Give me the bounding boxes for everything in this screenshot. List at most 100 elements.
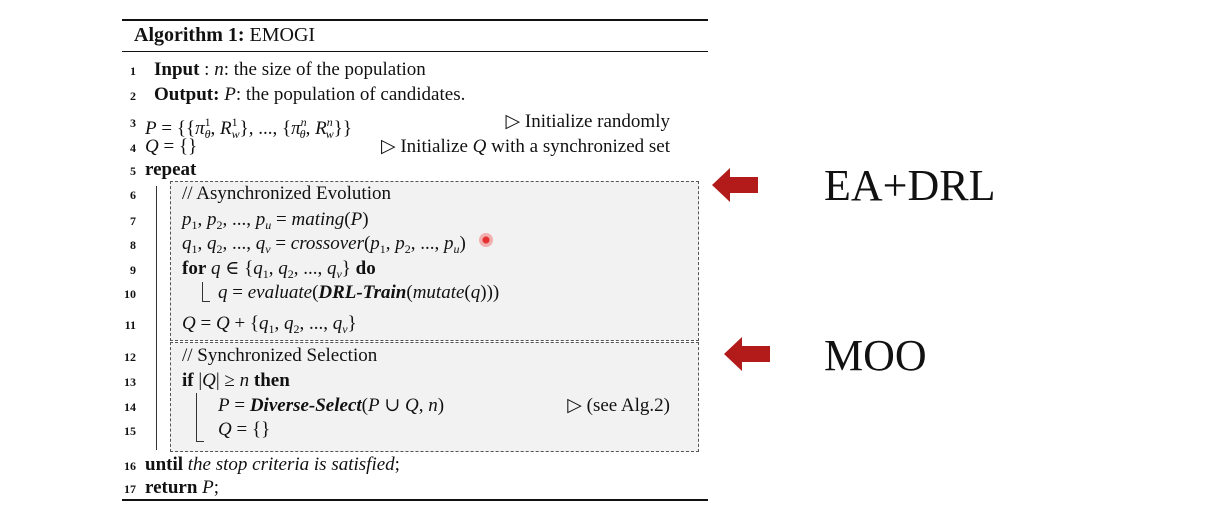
formula-q-reset: Q = {} — [218, 419, 271, 440]
algo-line-17: 17 return P; — [0, 476, 710, 500]
line-comment: ▷ Initialize randomly — [506, 110, 670, 134]
comment-text: (see Alg.2) — [586, 395, 670, 416]
algo-line-10: 10 q = evaluate(DRL-Train(mutate(q))) — [0, 281, 710, 305]
line-number: 14 — [124, 400, 136, 414]
algorithm-title-prefix: Algorithm 1: — [134, 24, 245, 46]
sync-selection-box — [170, 342, 699, 452]
keyword-if: if — [182, 370, 194, 391]
keyword-repeat: repeat — [145, 159, 197, 180]
formula-population-init: P = {{π1θ, R1w}, ..., {πnθ, Rnw}} — [145, 115, 352, 141]
if-block-bar — [196, 393, 197, 441]
algo-line-7: 7 p1, p2, ..., pu = mating(P) — [0, 208, 710, 232]
line-number: 1 — [130, 64, 136, 78]
comment-prefix: Initialize — [400, 136, 468, 157]
formula-q-update: Q = Q + {q1, q2, ..., qv} — [182, 313, 357, 336]
fn-drl-train: DRL-Train — [318, 282, 407, 303]
line-number: 10 — [124, 287, 136, 301]
algorithm-title: Algorithm 1: EMOGI — [134, 22, 315, 48]
for-block-foot — [202, 301, 210, 302]
line-number: 5 — [130, 164, 136, 178]
line-number: 6 — [130, 188, 136, 202]
fn-evaluate: evaluate — [247, 282, 313, 303]
keyword-do: do — [355, 258, 376, 279]
fn-diverse-select: Diverse-Select — [249, 395, 362, 416]
separator: : — [204, 59, 215, 80]
comment-async-evolution: // Asynchronized Evolution — [182, 183, 391, 204]
line-number: 3 — [130, 116, 136, 130]
keyword-return: return — [145, 477, 198, 498]
algo-line-1: 1 Input : n: the size of the population — [0, 58, 710, 82]
return-statement: return P; — [145, 477, 220, 498]
formula-diverse-select: P = Diverse-Select(P ∪ Q, n) — [218, 395, 445, 416]
left-arrow-icon — [712, 168, 758, 202]
comment-var-q: Q — [472, 136, 487, 157]
comment-triangle-icon: ▷ — [567, 395, 582, 416]
for-block-bar — [202, 282, 203, 302]
algo-line-12: 12 // Synchronized Selection — [0, 344, 710, 368]
pointer-cursor-icon — [479, 233, 493, 247]
stop-criteria-text: the stop criteria is satisfied — [187, 454, 395, 475]
algo-line-15: 15 Q = {} — [0, 418, 710, 442]
formula-crossover: q1, q2, ..., qv = crossover(p1, p2, ...,… — [182, 233, 466, 256]
fn-mutate: mutate — [412, 282, 465, 303]
line-comment: ▷ (see Alg.2) — [567, 394, 670, 418]
line-text: Input : n: the size of the population — [154, 58, 426, 82]
line-number: 15 — [124, 424, 136, 438]
if-block-foot — [196, 441, 204, 442]
label-moo: MOO — [824, 331, 927, 380]
algo-line-16: 16 until the stop criteria is satisfied; — [0, 453, 710, 477]
top-rule — [122, 19, 708, 21]
line-number: 7 — [130, 214, 136, 228]
line-number: 13 — [124, 375, 136, 389]
keyword-for: for — [182, 258, 207, 279]
algo-line-6: 6 // Asynchronized Evolution — [0, 182, 710, 206]
comment-text: with a synchronized set — [491, 136, 670, 157]
fn-crossover: crossover — [290, 233, 364, 254]
repeat-block-bar — [156, 186, 157, 450]
algo-line-2: 2 Output: P: the population of candidate… — [0, 83, 710, 107]
async-evolution-box — [170, 181, 699, 341]
output-description: : the population of candidates. — [235, 84, 466, 105]
until-statement: until the stop criteria is satisfied; — [145, 454, 400, 475]
var-n: n — [214, 59, 224, 80]
var-p: P — [224, 84, 236, 105]
bottom-rule — [122, 499, 708, 501]
line-number: 11 — [124, 318, 136, 332]
formula-q-init: Q = {} — [145, 136, 198, 157]
formula-mating: p1, p2, ..., pu = mating(P) — [182, 209, 369, 232]
algo-line-9: 9 for q ∈ {q1, q2, ..., qv} do — [0, 257, 710, 281]
keyword-until: until — [145, 454, 184, 475]
comment-triangle-icon: ▷ — [505, 111, 521, 132]
label-ea-drl: EA+DRL — [824, 161, 996, 210]
line-number: 12 — [124, 350, 136, 364]
arrow-shape — [712, 168, 758, 202]
line-text: Output: P: the population of candidates. — [154, 83, 465, 107]
arrow-shape — [724, 337, 770, 371]
line-number: 2 — [130, 89, 136, 103]
algo-line-11: 11 Q = Q + {q1, q2, ..., qv} — [0, 312, 710, 336]
if-statement: if |Q| ≥ n then — [182, 370, 290, 391]
comment-sync-selection: // Synchronized Selection — [182, 345, 378, 366]
algo-line-3: 3 P = {{π1θ, R1w}, ..., {πnθ, Rnw}} ▷ In… — [0, 110, 710, 141]
algo-line-5: 5 repeat — [0, 158, 710, 182]
for-statement: for q ∈ {q1, q2, ..., qv} do — [182, 258, 376, 281]
line-comment: ▷ Initialize Q with a synchronized set — [381, 135, 670, 159]
formula-evaluate: q = evaluate(DRL-Train(mutate(q))) — [218, 282, 500, 303]
algo-line-13: 13 if |Q| ≥ n then — [0, 369, 710, 393]
input-description: : the size of the population — [223, 59, 426, 80]
algo-line-4: 4 Q = {} ▷ Initialize Q with a synchroni… — [0, 135, 710, 159]
left-arrow-icon — [724, 337, 770, 371]
fn-mating: mating — [291, 209, 345, 230]
line-number: 4 — [130, 141, 136, 155]
keyword-output: Output: — [154, 84, 220, 105]
line-number: 8 — [130, 238, 136, 252]
keyword-then: then — [253, 370, 290, 391]
comment-triangle-icon: ▷ — [380, 136, 396, 157]
line-number: 9 — [130, 263, 136, 277]
title-rule — [122, 51, 708, 52]
line-number: 17 — [124, 482, 136, 496]
var-p: P — [202, 477, 214, 498]
algo-line-14: 14 P = Diverse-Select(P ∪ Q, n) ▷ (see A… — [0, 394, 710, 418]
algo-line-8: 8 q1, q2, ..., qv = crossover(p1, p2, ..… — [0, 232, 710, 256]
line-number: 16 — [124, 459, 136, 473]
